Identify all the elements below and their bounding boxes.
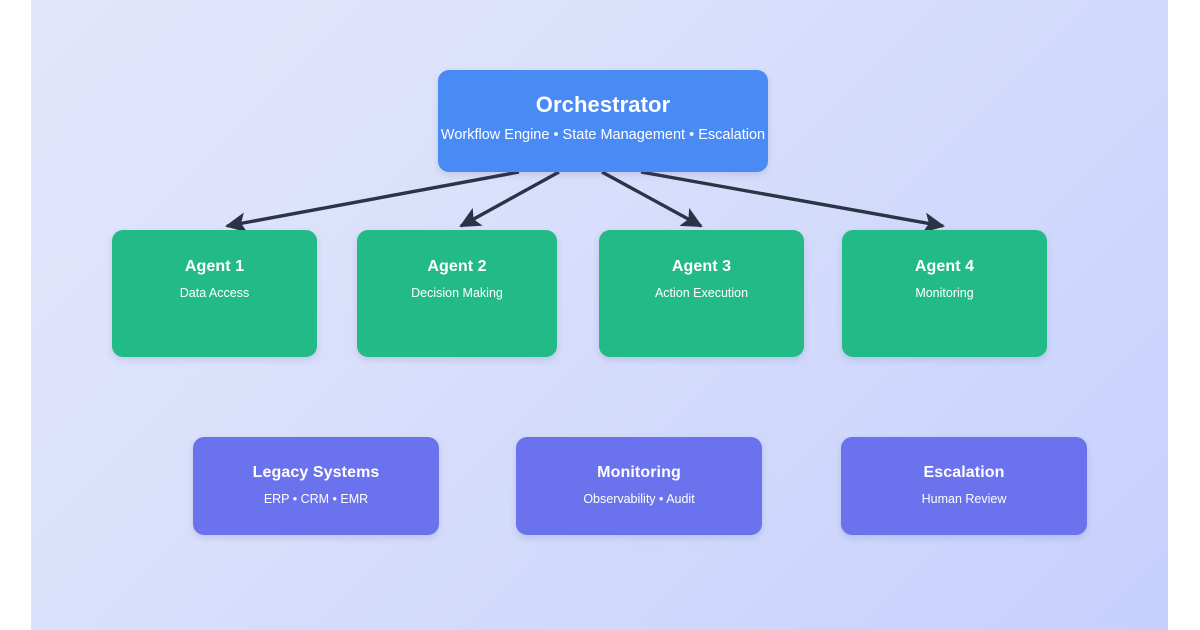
diagram-canvas: Orchestrator Workflow Engine • State Man… [31,0,1168,630]
agent-2-subtitle: Decision Making [411,285,503,300]
legacy-systems-title: Legacy Systems [252,464,380,481]
connector-orchestrator-agent-1 [224,170,520,233]
agent-3-title: Agent 3 [671,258,732,275]
agent-2-title: Agent 2 [427,258,487,275]
node-legacy-systems[interactable]: Legacy Systems ERP • CRM • EMR [193,437,439,535]
node-agent-3[interactable]: Agent 3 Action Execution [599,230,804,357]
node-escalation[interactable]: Escalation Human Review [841,437,1087,535]
node-agent-2[interactable]: Agent 2 Decision Making [357,230,557,357]
node-agent-1[interactable]: Agent 1 Data Access [112,230,317,357]
agent-1-title: Agent 1 [184,258,245,275]
orchestrator-subtitle: Workflow Engine • State Management • Esc… [440,127,766,144]
legacy-systems-subtitle: ERP • CRM • EMR [263,491,369,506]
node-orchestrator[interactable]: Orchestrator Workflow Engine • State Man… [438,70,768,172]
agent-4-subtitle: Monitoring [915,285,974,300]
connector-orchestrator-agent-3 [601,170,703,228]
monitoring-subtitle: Observability • Audit [583,491,695,506]
connector-orchestrator-agent-2 [459,170,560,228]
orchestrator-title: Orchestrator [535,92,671,117]
agent-1-subtitle: Data Access [179,285,250,300]
connector-orchestrator-agent-4 [640,170,946,233]
escalation-title: Escalation [923,464,1005,481]
agent-3-subtitle: Action Execution [654,285,749,300]
node-agent-4[interactable]: Agent 4 Monitoring [842,230,1047,357]
monitoring-title: Monitoring [597,464,681,481]
escalation-subtitle: Human Review [921,491,1007,506]
node-monitoring[interactable]: Monitoring Observability • Audit [516,437,762,535]
agent-4-title: Agent 4 [914,258,975,275]
